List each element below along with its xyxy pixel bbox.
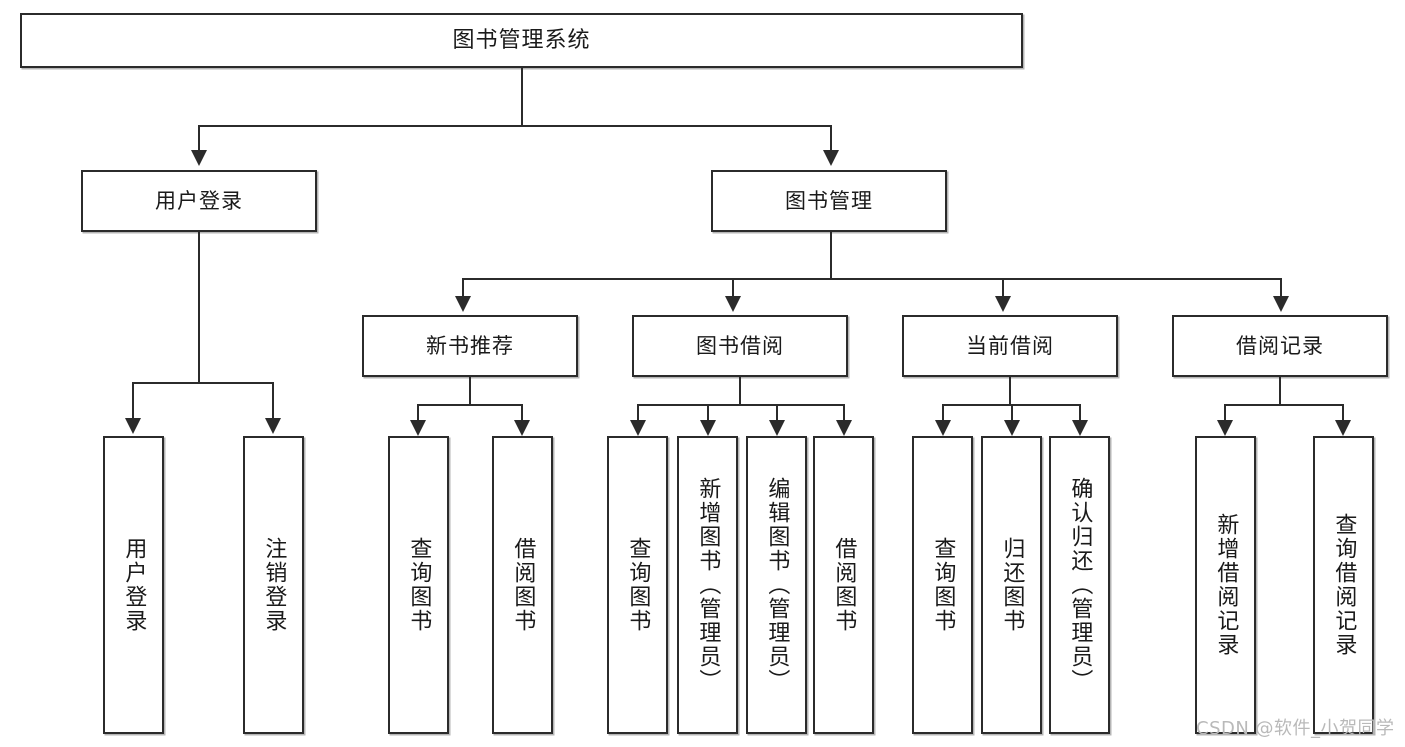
node-leaf-query-record-label: 查询借阅记录 [1331, 513, 1357, 657]
arrow-to-leaf-confirm-return [1072, 420, 1088, 436]
arrow-to-leaf-add-book [700, 420, 716, 436]
csdn-watermark: CSDN @软件_小贺同学 [1196, 718, 1395, 739]
node-book-borrow-label: 图书借阅 [696, 333, 784, 358]
connector-current-borrow-drop-2 [1011, 404, 1013, 422]
node-new-book-recommend[interactable]: 新书推荐 [362, 315, 578, 377]
connector-new-book-stem [469, 377, 471, 405]
node-leaf-borrow-book-2-label: 借阅图书 [831, 537, 857, 633]
node-leaf-add-record-label: 新增借阅记录 [1213, 513, 1239, 657]
connector-level2-drop-book-manage [830, 125, 832, 152]
node-leaf-query-book-2-label: 查询图书 [625, 537, 651, 633]
connector-book-borrow-stem [739, 377, 741, 405]
connector-borrow-record-drop-2 [1342, 404, 1344, 422]
node-leaf-edit-book-label: 编辑图书（管理员） [764, 477, 790, 693]
arrow-to-leaf-query-record [1335, 420, 1351, 436]
connector-level3-bus [463, 278, 1281, 280]
node-user-login[interactable]: 用户登录 [81, 170, 317, 232]
connector-user-login-drop-1 [132, 382, 134, 420]
connector-borrow-record-stem [1279, 377, 1281, 405]
node-root-label: 图书管理系统 [452, 27, 591, 53]
connector-level3-drop-current-borrow [1002, 278, 1004, 305]
connector-user-login-bus [133, 382, 273, 384]
node-leaf-query-book-1[interactable]: 查询图书 [388, 436, 449, 734]
connector-root-stem [521, 68, 523, 126]
node-leaf-borrow-book-1-label: 借阅图书 [510, 537, 536, 633]
node-new-book-recommend-label: 新书推荐 [426, 333, 514, 358]
node-root[interactable]: 图书管理系统 [20, 13, 1023, 68]
connector-book-borrow-drop-2 [707, 404, 709, 422]
connector-level2-drop-user-login [198, 125, 200, 152]
arrow-to-leaf-edit-book [769, 420, 785, 436]
node-leaf-query-book-1-label: 查询图书 [406, 537, 432, 633]
arrow-to-book-borrow [725, 296, 741, 312]
connector-new-book-drop-2 [521, 404, 523, 422]
connector-current-borrow-stem [1009, 377, 1011, 405]
node-leaf-confirm-return-label: 确认归还（管理员） [1067, 477, 1093, 693]
node-leaf-confirm-return[interactable]: 确认归还（管理员） [1049, 436, 1110, 734]
node-leaf-logout-login-label: 注销登录 [261, 537, 287, 633]
node-leaf-user-login[interactable]: 用户登录 [103, 436, 164, 734]
node-leaf-add-book-label: 新增图书（管理员） [695, 477, 721, 693]
node-leaf-edit-book[interactable]: 编辑图书（管理员） [746, 436, 807, 734]
connector-borrow-record-bus [1225, 404, 1343, 406]
arrow-to-leaf-return-book [1004, 420, 1020, 436]
arrow-to-current-borrow [995, 296, 1011, 312]
connector-book-borrow-drop-1 [637, 404, 639, 422]
node-leaf-user-login-label: 用户登录 [121, 537, 147, 633]
arrow-to-leaf-query-book-3 [935, 420, 951, 436]
node-leaf-add-record[interactable]: 新增借阅记录 [1195, 436, 1256, 734]
node-leaf-borrow-book-1[interactable]: 借阅图书 [492, 436, 553, 734]
node-book-borrow[interactable]: 图书借阅 [632, 315, 848, 377]
arrow-to-borrow-record [1273, 296, 1289, 312]
connector-book-manage-stem [830, 232, 832, 279]
node-borrow-record-label: 借阅记录 [1236, 333, 1324, 358]
node-borrow-record[interactable]: 借阅记录 [1172, 315, 1388, 377]
node-user-login-label: 用户登录 [155, 188, 243, 213]
connector-borrow-record-drop-1 [1224, 404, 1226, 422]
connector-user-login-drop-2 [272, 382, 274, 420]
connector-current-borrow-drop-3 [1079, 404, 1081, 422]
node-leaf-query-book-3-label: 查询图书 [930, 537, 956, 633]
connector-book-borrow-drop-3 [776, 404, 778, 422]
connector-new-book-bus [418, 404, 522, 406]
node-current-borrow-label: 当前借阅 [966, 333, 1054, 358]
connector-current-borrow-drop-1 [942, 404, 944, 422]
connector-level3-drop-borrow-record [1280, 278, 1282, 305]
connector-book-borrow-bus [638, 404, 844, 406]
node-book-manage[interactable]: 图书管理 [711, 170, 947, 232]
arrow-to-leaf-query-book-2 [630, 420, 646, 436]
node-leaf-query-book-3[interactable]: 查询图书 [912, 436, 973, 734]
arrow-to-leaf-borrow-book-2 [836, 420, 852, 436]
node-leaf-return-book[interactable]: 归还图书 [981, 436, 1042, 734]
node-leaf-query-record[interactable]: 查询借阅记录 [1313, 436, 1374, 734]
node-book-manage-label: 图书管理 [785, 188, 873, 213]
arrow-to-leaf-borrow-book-1 [514, 420, 530, 436]
connector-level2-bus [199, 125, 832, 127]
arrow-to-leaf-query-book-1 [410, 420, 426, 436]
arrow-to-leaf-logout-login [265, 418, 281, 434]
arrow-to-leaf-user-login [125, 418, 141, 434]
arrow-to-user-login [191, 150, 207, 166]
node-leaf-borrow-book-2[interactable]: 借阅图书 [813, 436, 874, 734]
arrow-to-new-book-recommend [455, 296, 471, 312]
arrow-to-book-manage [823, 150, 839, 166]
node-current-borrow[interactable]: 当前借阅 [902, 315, 1118, 377]
connector-user-login-stem [198, 232, 200, 383]
node-leaf-query-book-2[interactable]: 查询图书 [607, 436, 668, 734]
arrow-to-leaf-add-record [1217, 420, 1233, 436]
node-leaf-add-book[interactable]: 新增图书（管理员） [677, 436, 738, 734]
connector-new-book-drop-1 [417, 404, 419, 422]
connector-level3-drop-new-book [462, 278, 464, 305]
connector-book-borrow-drop-4 [843, 404, 845, 422]
connector-level3-drop-book-borrow [732, 278, 734, 305]
node-leaf-return-book-label: 归还图书 [999, 537, 1025, 633]
node-leaf-logout-login[interactable]: 注销登录 [243, 436, 304, 734]
